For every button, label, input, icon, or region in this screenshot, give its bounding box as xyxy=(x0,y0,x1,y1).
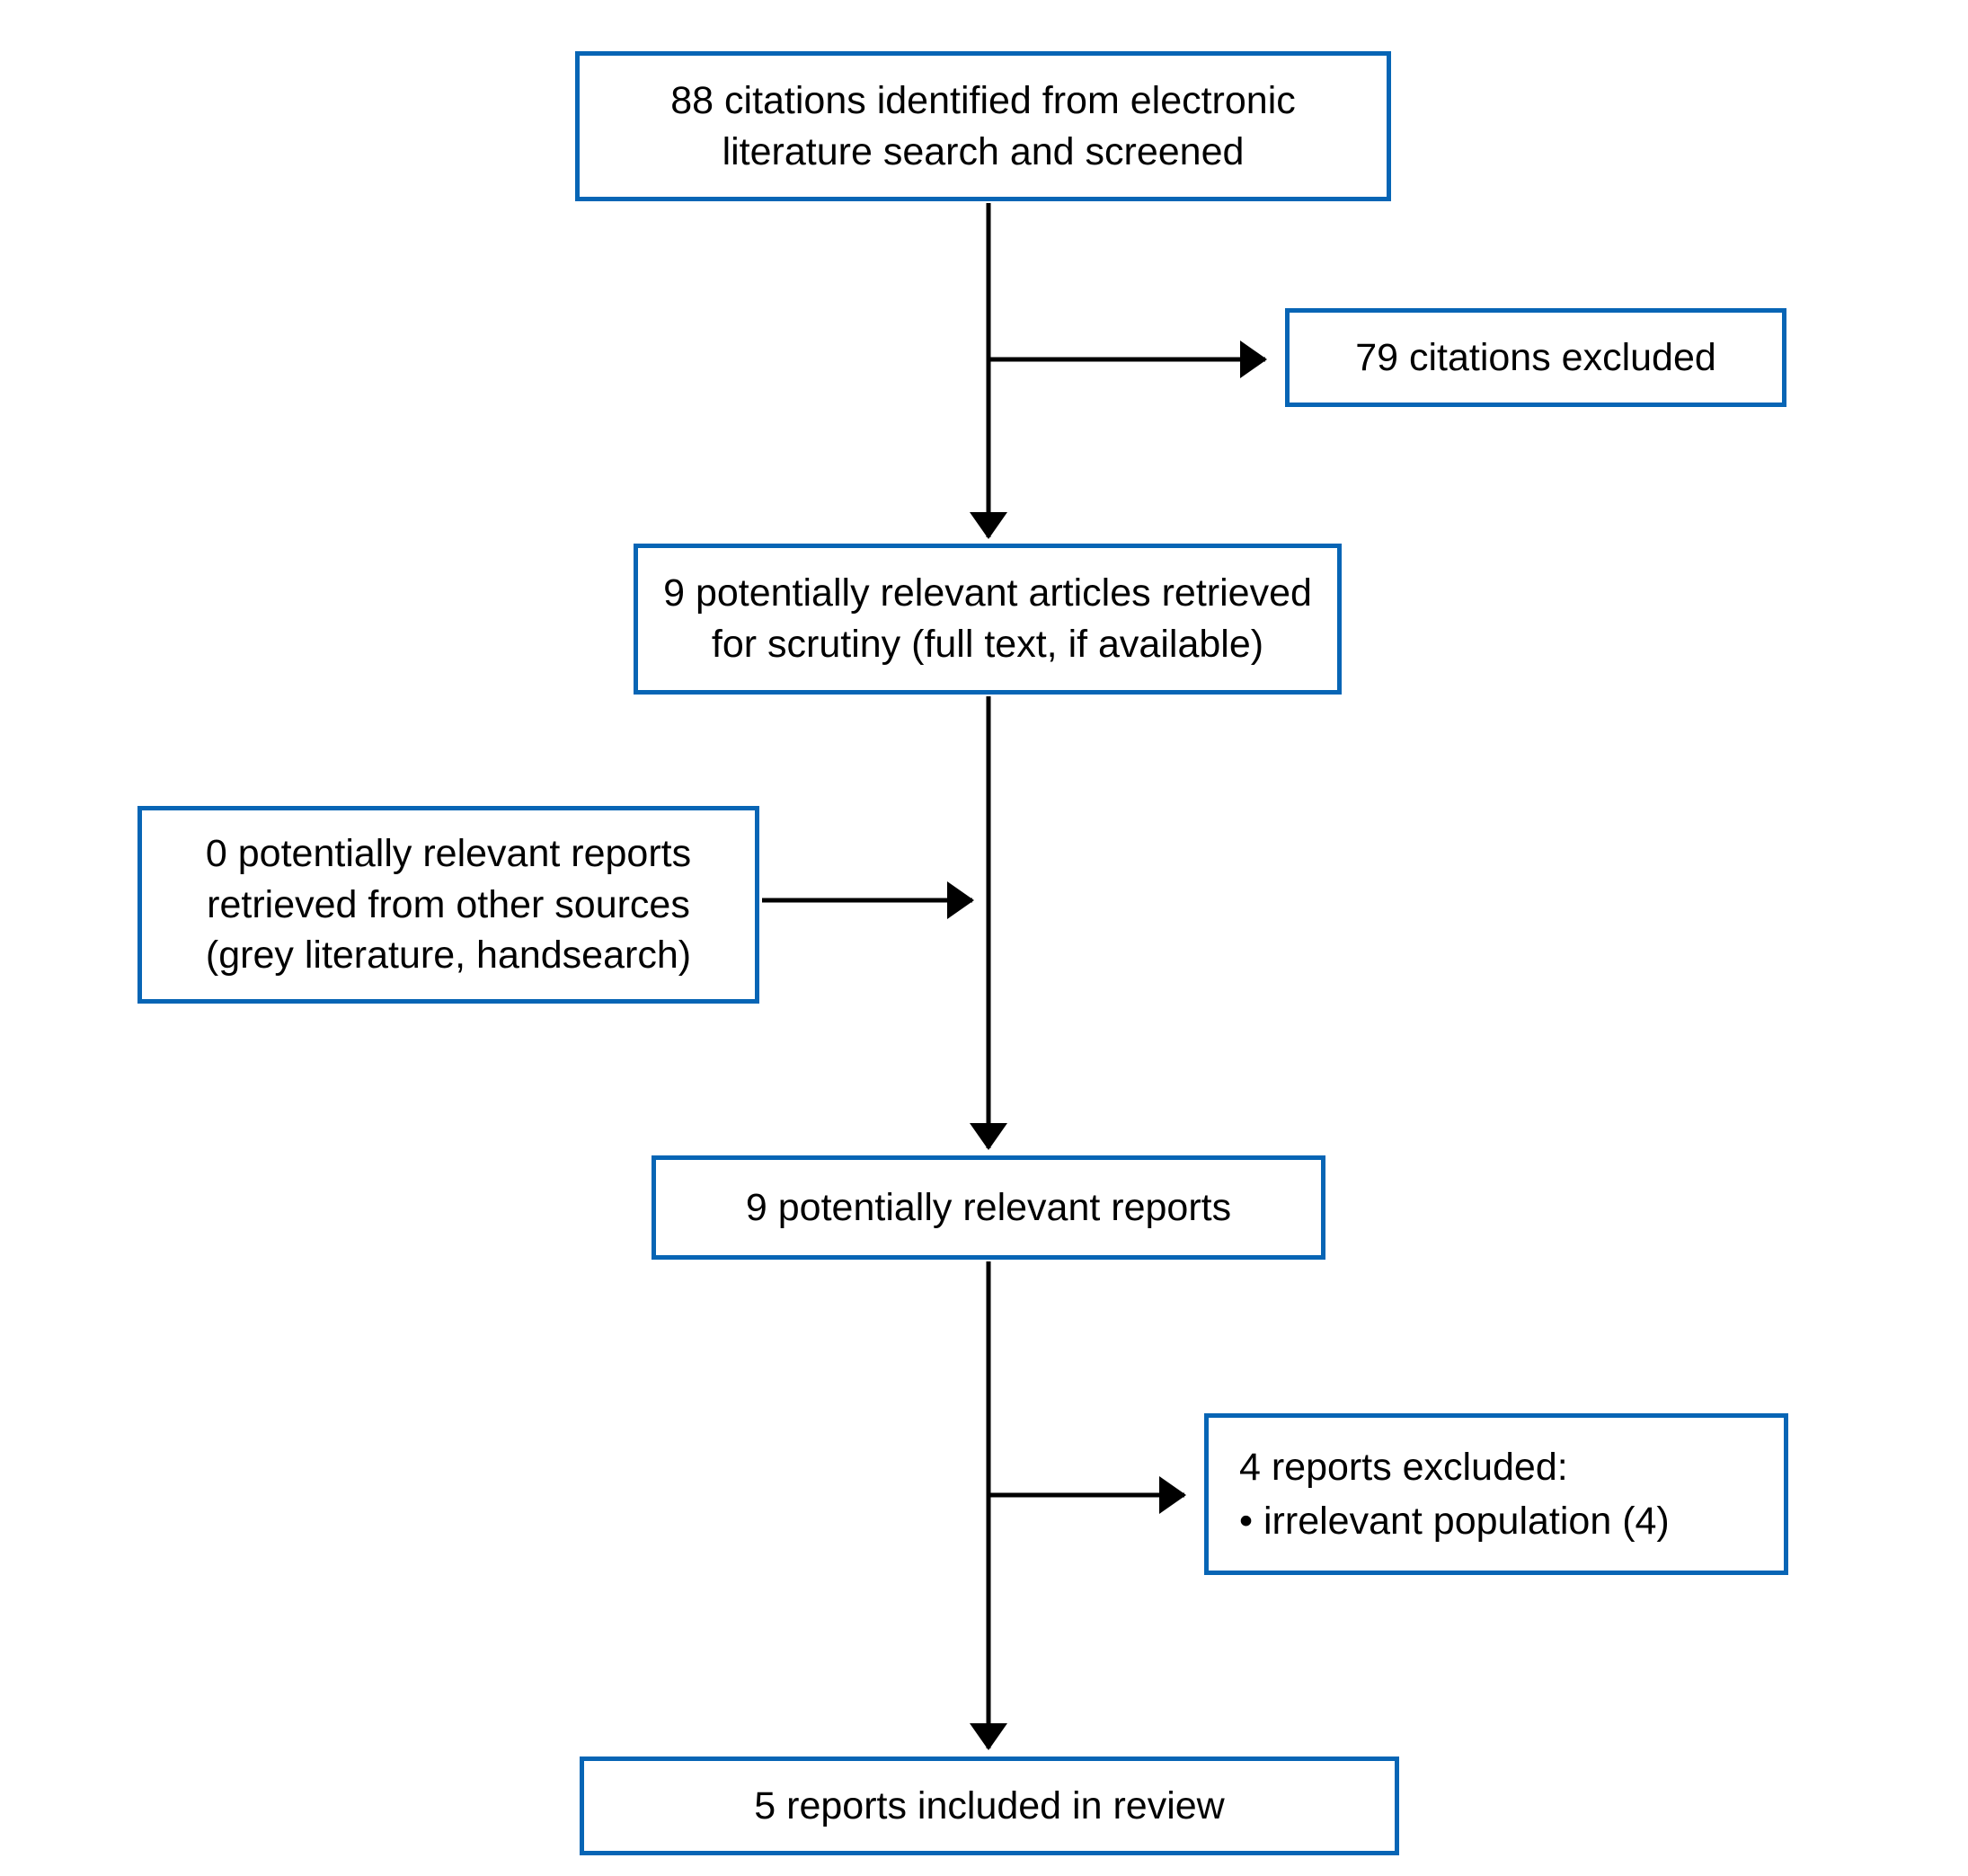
node-reports-excluded: 4 reports excluded: • irrelevant populat… xyxy=(1204,1413,1788,1575)
node-citations-identified-label: 88 citations identified from electronic … xyxy=(670,78,1296,173)
node-other-sources: 0 potentially relevant reports retrieved… xyxy=(137,806,759,1004)
node-articles-retrieved-label: 9 potentially relevant articles retrieve… xyxy=(663,571,1312,666)
node-articles-retrieved: 9 potentially relevant articles retrieve… xyxy=(634,544,1342,695)
node-citations-excluded: 79 citations excluded xyxy=(1285,308,1786,407)
node-other-sources-label: 0 potentially relevant reports retrieved… xyxy=(205,831,692,978)
node-reports-excluded-label: 4 reports excluded: • irrelevant populat… xyxy=(1239,1445,1670,1543)
node-reports-included-label: 5 reports included in review xyxy=(754,1783,1225,1827)
node-relevant-reports: 9 potentially relevant reports xyxy=(652,1155,1325,1260)
node-reports-included: 5 reports included in review xyxy=(580,1757,1399,1855)
node-relevant-reports-label: 9 potentially relevant reports xyxy=(745,1185,1232,1229)
node-citations-identified: 88 citations identified from electronic … xyxy=(575,51,1391,201)
node-citations-excluded-label: 79 citations excluded xyxy=(1355,335,1716,379)
